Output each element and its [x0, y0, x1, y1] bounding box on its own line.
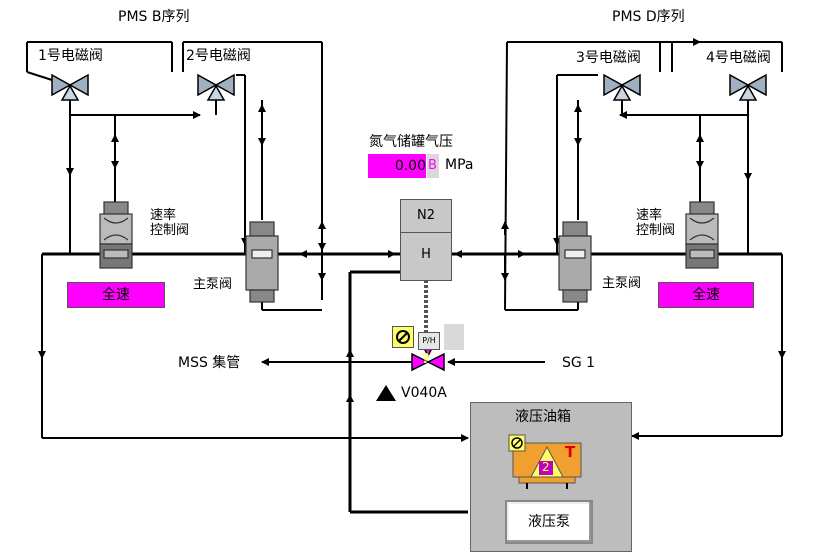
n2-label: N2 [401, 200, 451, 233]
valve-3-label: 3号电磁阀 [576, 50, 641, 66]
nitrogen-pressure-value: 0.00 [368, 154, 426, 178]
pms-d-title: PMS D序列 [612, 9, 685, 25]
temperature-label: T [565, 443, 576, 461]
valve-unknown-mark: ? [422, 352, 430, 367]
tank-title: 液压油箱 [515, 409, 571, 425]
tank-indicator: T 2 [505, 433, 589, 491]
valve-1-label: 1号电磁阀 [38, 48, 103, 64]
valve-2-symbol [197, 73, 235, 101]
nitrogen-accumulator: N2 H [400, 199, 452, 281]
mss-header-label: MSS 集管 [178, 355, 241, 371]
right-speed-mode-button[interactable]: 全速 [658, 282, 754, 308]
hydraulic-pump-button[interactable]: 液压泵 [505, 500, 593, 544]
main-pump-valve-right [558, 221, 592, 303]
manual-override-icon[interactable] [392, 326, 414, 348]
pressure-number: 0.00 [394, 158, 426, 174]
level-label: 2 [542, 460, 550, 474]
pms-b-title: PMS B序列 [118, 9, 190, 25]
left-speed-mode-button[interactable]: 全速 [67, 282, 165, 308]
pressure-flag: B [427, 154, 439, 178]
rate-valve-label-right: 速率 控制阀 [636, 208, 676, 238]
valve-2-label: 2号电磁阀 [186, 48, 251, 64]
status-tile [444, 324, 464, 350]
ph-indicator[interactable]: P/H [418, 332, 440, 350]
valve-1-symbol [51, 73, 89, 101]
valve-3-symbol [603, 73, 641, 101]
pressure-unit: MPa [445, 157, 474, 173]
rate-control-valve-right [685, 201, 719, 269]
nitrogen-title: 氮气储罐气压 [369, 134, 453, 150]
main-pump-label-left: 主泵阀 [193, 277, 233, 292]
valve-tag-label: V040A [401, 385, 447, 401]
main-pump-valve-left [245, 221, 279, 303]
rate-control-valve-left [99, 201, 133, 269]
pressure-quality-flag: B [428, 158, 437, 173]
main-pump-label-right: 主泵阀 [602, 276, 642, 291]
rate-valve-label-left: 速率 控制阀 [150, 208, 190, 238]
triangle-icon [376, 385, 396, 401]
valve-4-symbol [729, 73, 767, 101]
h-label: H [421, 247, 431, 262]
sg-label: SG 1 [562, 355, 596, 371]
valve-4-label: 4号电磁阀 [706, 50, 771, 66]
